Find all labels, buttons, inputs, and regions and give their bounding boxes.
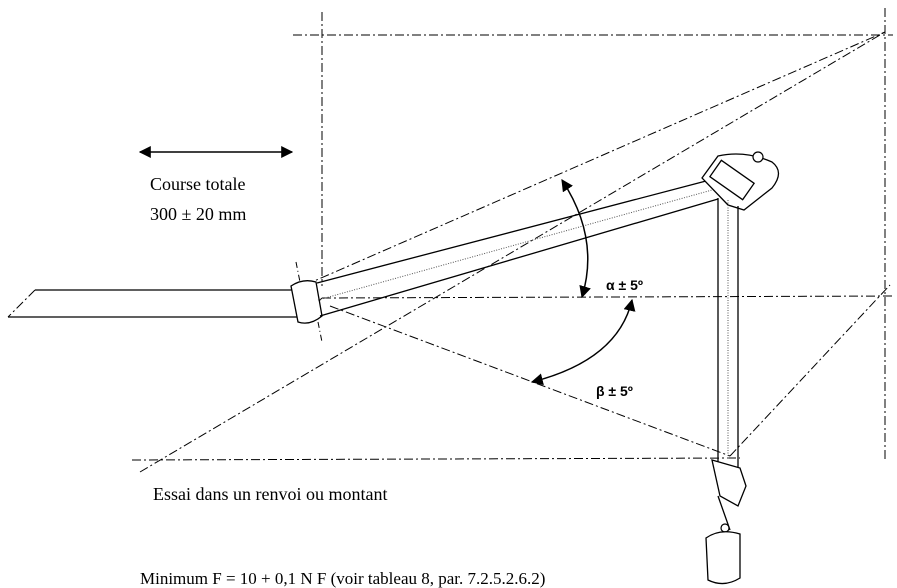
upper-guide bbox=[701, 151, 780, 211]
course-value: 300 ± 20 mm bbox=[150, 204, 246, 224]
course-label: Course totale bbox=[150, 174, 245, 194]
strap-webbing bbox=[8, 289, 300, 318]
construction-lines bbox=[7, 8, 896, 473]
weight-assembly bbox=[705, 459, 747, 585]
diagonal-strap bbox=[316, 180, 719, 317]
test-caption: Essai dans un renvoi ou montant bbox=[153, 484, 387, 504]
buckle bbox=[290, 261, 323, 343]
beta-arc bbox=[530, 298, 636, 386]
alpha-label: α ± 5º bbox=[606, 277, 643, 293]
minimum-caption: Minimum F = 10 + 0,1 N F (voir tableau 8… bbox=[140, 569, 545, 588]
vertical-strap bbox=[717, 198, 739, 470]
alpha-arc bbox=[561, 178, 591, 299]
beta-label: β ± 5º bbox=[596, 383, 633, 399]
